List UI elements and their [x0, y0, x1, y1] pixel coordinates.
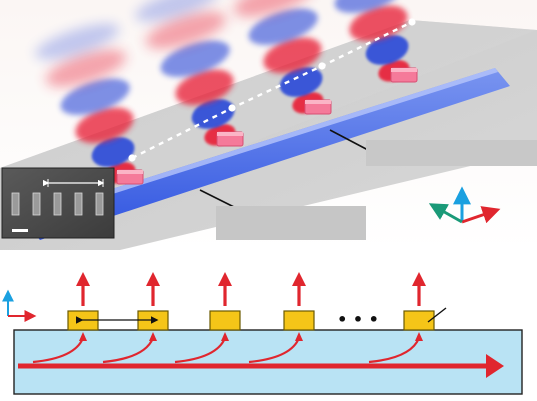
sem-pillar: [53, 192, 62, 216]
antenna-label-leader: [427, 307, 447, 323]
field-lobe: [279, 66, 323, 97]
field-lobe: [60, 78, 130, 115]
sem-inset: [1, 167, 115, 239]
schematic-waveguide: [13, 329, 523, 395]
coupling-arrowhead: [149, 332, 157, 341]
emitter-label-box: [366, 140, 537, 166]
emission-arrowhead: [292, 272, 306, 286]
antenna: [209, 310, 241, 331]
emitter-pad-top: [391, 68, 417, 72]
phase-front-dots: [128, 18, 416, 162]
emission-arrowhead: [412, 272, 426, 286]
field-lobe: [365, 34, 409, 65]
axis-y-arrow: [428, 203, 463, 224]
coupling-arrow-curve: [32, 337, 85, 364]
coupling-arrow-curve: [368, 337, 421, 364]
antenna: [403, 310, 435, 331]
field-lobe: [233, 0, 315, 17]
emission-arrowhead: [146, 272, 160, 286]
field-lobe: [175, 69, 234, 106]
axis-x-arrow: [461, 206, 501, 224]
coupling-arrowhead: [79, 332, 87, 341]
field-lobe: [45, 49, 127, 87]
phase-dot: [408, 18, 416, 26]
emitter-label-leader: [329, 129, 369, 151]
guided-mode-arrowhead: [486, 354, 504, 378]
emitter-pad-top: [305, 100, 331, 104]
sem-scale-bar: [12, 229, 28, 232]
phase-dot: [228, 104, 236, 112]
field-lobe: [75, 107, 134, 144]
field-lobe: [334, 0, 404, 13]
emission-arrowhead: [76, 272, 90, 286]
phase-dot: [128, 154, 136, 162]
sem-pillar: [95, 192, 104, 216]
coupling-arrows: [32, 332, 423, 364]
sem-pillars: [11, 192, 104, 216]
field-lobe: [145, 11, 227, 49]
field-lobe: [191, 98, 235, 129]
field-lobe: [160, 40, 230, 77]
emitter-pad-top: [117, 170, 143, 174]
field-lobe: [248, 8, 318, 45]
coupling-arrow-curve: [248, 337, 301, 364]
axis-triad-2d: [1, 289, 37, 322]
lobe-group: [35, 23, 136, 184]
waveguide-label-box: [216, 206, 366, 240]
bottom-panel-schematic: • • •: [1, 272, 523, 395]
coupling-arrowhead: [415, 332, 423, 341]
sem-pillar: [32, 192, 41, 216]
field-lobe: [263, 37, 322, 74]
waveguide: [20, 68, 510, 240]
sem-pillar: [74, 192, 83, 216]
phase-dot: [318, 62, 326, 70]
top-panel-rendering: [0, 0, 537, 250]
coupling-arrow-curve: [174, 337, 227, 364]
emitter-pads: [116, 67, 418, 185]
emitter-pad-top: [217, 132, 243, 136]
field-lobe: [135, 0, 220, 22]
phase-front-dashed-line: [131, 20, 413, 160]
field-lobe: [91, 136, 135, 167]
axis-triad-3d: [428, 186, 501, 224]
coupling-arrow-curve: [102, 337, 155, 364]
schematic-antennas: [67, 272, 435, 331]
ellipsis: • • •: [337, 310, 379, 329]
emission-arrowhead: [218, 272, 232, 286]
sem-pillar: [11, 192, 20, 216]
coupling-arrowhead: [221, 332, 229, 341]
coupling-arrowhead: [295, 332, 303, 341]
field-lobe: [349, 5, 408, 42]
antenna: [283, 310, 315, 331]
field-lobe: [35, 23, 120, 60]
